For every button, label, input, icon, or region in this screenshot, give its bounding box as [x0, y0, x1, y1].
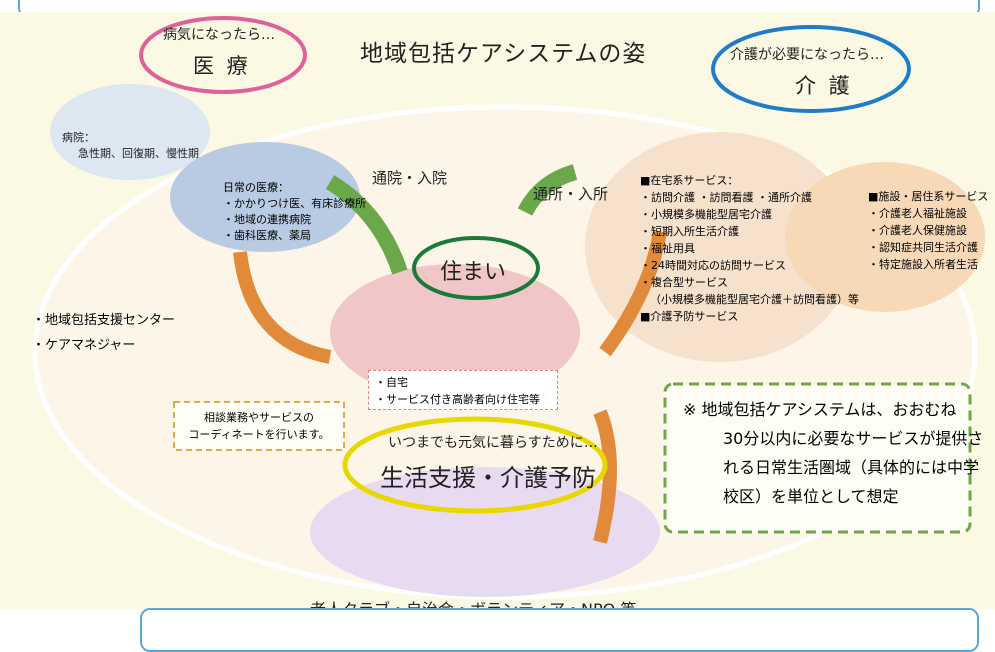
support-center-line: ・ケアマネジャー	[32, 338, 136, 353]
facility-line: ・介護老人福祉施設	[868, 207, 967, 220]
facility-list: ■施設・居住系サービス ・介護老人福祉施設 ・介護老人保健施設 ・認知症共同生活…	[868, 188, 988, 273]
note-box	[663, 382, 972, 534]
note-line: ※ 地域包括ケアシステムは、おおむね	[683, 400, 957, 419]
home-service-line: ■介護予防サービス	[640, 310, 739, 323]
home-ring	[412, 236, 540, 300]
home-label: 住まい	[440, 260, 507, 285]
arrow-hospital-down	[325, 175, 408, 275]
facility-line: ■施設・居住系サービス	[868, 190, 989, 203]
diagram-shapes	[32, 16, 985, 600]
home-oval	[330, 264, 580, 400]
home-care-oval	[585, 132, 855, 362]
medical-subtitle: 病気になったら…	[163, 27, 275, 43]
arrow-community-home	[593, 409, 617, 544]
home-service-line: （小規模多機能型居宅介護＋訪問看護）等	[650, 293, 859, 306]
bottom-frame	[140, 608, 979, 652]
prevention-ring	[342, 416, 608, 514]
care-title: 介 護	[795, 74, 853, 98]
arrow-home-care	[599, 230, 667, 357]
home-service-line: ・福祉用具	[640, 242, 695, 255]
note-line: 校区）を単位として想定	[723, 487, 899, 506]
support-center-list: ・地域包括支援センター ・ケアマネジャー	[32, 308, 175, 358]
diagram-title: 地域包括ケアシステムの姿	[360, 41, 647, 67]
facility-oval	[785, 162, 985, 312]
clinic-line: ・かかりつけ医、有床診療所	[223, 197, 367, 210]
arrow-daycare-up	[517, 164, 578, 216]
clinic-list: 日常の医療： ・かかりつけ医、有床診療所 ・地域の連携病院 ・歯科医療、薬局	[223, 180, 366, 244]
clinic-oval	[170, 142, 360, 252]
facility-line: ・認知症共同生活介護	[868, 241, 978, 254]
daycare-arrow-label: 通所・入所	[533, 185, 609, 203]
care-ring	[711, 25, 911, 113]
consult-text: 相談業務やサービスの コーディネートを行います。	[186, 409, 332, 443]
home-service-line: ■在宅系サービス：	[640, 174, 739, 187]
medical-title: 医 療	[193, 54, 251, 78]
home-line: ・自宅	[375, 376, 408, 389]
home-line: ・サービス付き高齢者向け住宅等	[375, 393, 540, 406]
clinic-line: 日常の医療：	[223, 181, 289, 194]
prevention-subtitle: いつまでも元気に暮らすために…	[388, 435, 598, 451]
note-line: 30分以内に必要なサービスが提供さ	[723, 429, 984, 448]
note-line: れる日常生活圏域（具体的には中学	[723, 458, 980, 477]
consult-box	[173, 401, 345, 451]
home-service-list: ■在宅系サービス： ・訪問介護 ・訪問看護 ・通所介護 ・小規模多機能型居宅介護…	[640, 172, 859, 325]
home-service-line: ・小規模多機能型居宅介護	[640, 208, 772, 221]
facility-line: ・特定施設入所者生活	[868, 258, 978, 271]
hospital-detail: 急性期、回復期、慢性期	[78, 147, 199, 160]
support-center-line: ・地域包括支援センター	[32, 313, 176, 328]
hospital-title: 病院：	[62, 131, 95, 144]
prevention-title: 生活支援・介護予防	[380, 464, 596, 492]
home-list: ・自宅 ・サービス付き高齢者向け住宅等	[368, 370, 558, 410]
home-service-line: ・24時間対応の訪問サービス	[640, 259, 786, 272]
hospital-arrow-label: 通院・入院	[372, 169, 448, 187]
care-subtitle: 介護が必要になったら…	[730, 47, 884, 63]
note-text: ※ 地域包括ケアシステムは、おおむね 30分以内に必要なサービスが提供さ れる日…	[683, 395, 983, 511]
home-service-line: ・短期入所生活介護	[640, 225, 739, 238]
facility-line: ・介護老人保健施設	[868, 224, 967, 237]
arrow-center-home	[233, 251, 332, 364]
clinic-line: ・歯科医療、薬局	[223, 229, 311, 242]
consult-line: コーディネートを行います。	[188, 428, 330, 441]
medical-ring	[139, 16, 307, 94]
hospital-oval	[50, 84, 210, 180]
consult-line: 相談業務やサービスの	[204, 411, 314, 424]
home-service-line: ・訪問介護 ・訪問看護 ・通所介護	[640, 191, 812, 204]
clinic-line: ・地域の連携病院	[223, 213, 311, 226]
diagram-board: 地域包括ケアシステムの姿 病気になったら… 医 療 病院： 急性期、回復期、慢性…	[0, 12, 995, 619]
home-service-line: ・複合型サービス	[640, 276, 728, 289]
